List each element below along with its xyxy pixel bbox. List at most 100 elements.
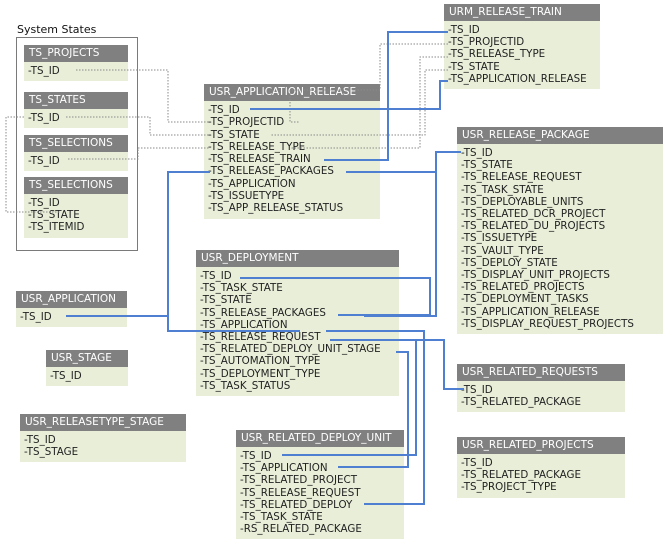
field-ts-id: -TS_ID — [461, 147, 493, 159]
entity-title: USR_RELEASE_PACKAGE — [457, 127, 663, 144]
entity-title: TS_STATES — [24, 92, 128, 109]
entity-title: URM_RELEASE_TRAIN — [444, 4, 600, 21]
entity-usr-related-projects: USR_RELATED_PROJECTS-TS_ID-TS_RELATED_PA… — [457, 437, 625, 498]
entity-ts-selections-a: TS_SELECTIONS -TS_ID — [24, 135, 128, 172]
entity-fields: -TS_ID — [24, 109, 128, 129]
field-ts-state: -TS_STATE — [448, 60, 500, 73]
entity-ts-selections-b: TS_SELECTIONS-TS_ID-TS_STATE-TS_ITEMID — [24, 177, 128, 238]
entity-title: USR_APPLICATION_RELEASE — [204, 84, 380, 101]
field-ts-deployable-units: -TS_DEPLOYABLE_UNITS — [461, 195, 584, 208]
field-ts-related-deploy-unit-stage: -TS_RELATED_DEPLOY_UNIT_STAGE — [200, 343, 381, 356]
field-ts-application: -TS_APPLICATION — [208, 177, 296, 190]
field-ts-release-request: -TS_RELEASE_REQUEST — [240, 486, 361, 499]
field-ts-related-deploy: -TS_RELATED_DEPLOY — [240, 498, 353, 511]
entity-fields: -TS_ID — [24, 152, 128, 172]
field-ts-release-type: -TS_RELEASE_TYPE — [208, 140, 306, 153]
entity-fields: -TS_ID-TS_RELATED_PACKAGE — [457, 381, 625, 413]
entity-ts-states: TS_STATES -TS_ID — [24, 92, 128, 129]
entity-usr-related-requests: USR_RELATED_REQUESTS-TS_ID-TS_RELATED_PA… — [457, 364, 625, 413]
entity-usr-application: USR_APPLICATION -TS_ID — [16, 291, 127, 328]
field-ts-id: -TS_ID — [240, 450, 272, 462]
field-ts-id: -TS_ID — [50, 370, 82, 382]
field-ts-display-unit-projects: -TS_DISPLAY_UNIT_PROJECTS — [461, 269, 610, 282]
entity-title: USR_RELATED_DEPLOY_UNIT — [236, 430, 404, 447]
field-ts-id: -TS_ID — [461, 384, 493, 396]
entity-ts-projects: TS_PROJECTS -TS_ID — [24, 45, 128, 82]
field-ts-vault-type: -TS_VAULT_TYPE — [461, 244, 544, 257]
field-ts-state: -TS_STATE — [461, 159, 513, 172]
entity-fields: -TS_ID-TS_STATE-TS_ITEMID — [24, 194, 128, 238]
entity-usr-releasetype-stage: USR_RELEASETYPE_STAGE-TS_ID-TS_STAGE — [20, 414, 186, 463]
entity-fields: -TS_ID-TS_APPLICATION-TS_RELATED_PROJECT… — [236, 447, 404, 540]
field-rs-related-package: -RS_RELATED_PACKAGE — [240, 523, 362, 536]
field-ts-application-release: -TS_APPLICATION_RELEASE — [461, 305, 600, 318]
field-ts-id: -TS_ID — [200, 270, 232, 282]
field-ts-id: -TS_ID — [28, 112, 60, 124]
field-ts-id: -TS_ID — [208, 104, 240, 116]
field-ts-id: -TS_ID — [28, 197, 60, 209]
field-ts-release-packages: -TS_RELEASE_PACKAGES — [200, 306, 326, 319]
field-ts-release-packages: -TS_RELEASE_PACKAGES — [208, 165, 334, 178]
entity-fields: -TS_ID-TS_STAGE — [20, 431, 186, 463]
entity-fields: -TS_ID — [46, 367, 128, 387]
entity-urm-release-train: URM_RELEASE_TRAIN-TS_ID-TS_PROJECTID-TS_… — [444, 4, 600, 90]
field-ts-related-project: -TS_RELATED_PROJECT — [240, 474, 357, 487]
field-ts-id: -TS_ID — [28, 65, 60, 77]
field-ts-itemid: -TS_ITEMID — [28, 221, 85, 234]
field-ts-display-request-projects: -TS_DISPLAY_REQUEST_PROJECTS — [461, 317, 634, 330]
entity-title: TS_SELECTIONS — [24, 177, 128, 194]
entity-title: USR_RELATED_PROJECTS — [457, 437, 625, 454]
field-ts-task-state: -TS_TASK_STATE — [200, 282, 283, 295]
field-ts-task-state: -TS_TASK_STATE — [461, 183, 544, 196]
field-ts-related-projects: -TS_RELATED_PROJECTS — [461, 281, 585, 294]
field-ts-state: -TS_STATE — [200, 294, 252, 307]
field-ts-release-request: -TS_RELEASE_REQUEST — [200, 331, 321, 344]
entity-usr-release-package: USR_RELEASE_PACKAGE-TS_ID-TS_STATE-TS_RE… — [457, 127, 663, 335]
field-ts-related-package: -TS_RELATED_PACKAGE — [461, 469, 582, 482]
system-states-title: System States — [17, 23, 97, 36]
entity-fields: -TS_ID — [24, 62, 128, 82]
field-ts-related-du-projects: -TS_RELATED_DU_PROJECTS — [461, 220, 606, 233]
entity-title: TS_SELECTIONS — [24, 135, 128, 152]
entity-fields: -TS_ID-TS_TASK_STATE-TS_STATE-TS_RELEASE… — [196, 267, 399, 397]
field-ts-application-release: -TS_APPLICATION_RELEASE — [448, 72, 587, 85]
entity-usr-deployment: USR_DEPLOYMENT-TS_ID-TS_TASK_STATE-TS_ST… — [196, 250, 399, 397]
entity-fields: -TS_ID — [16, 308, 127, 328]
field-ts-task-state: -TS_TASK_STATE — [240, 511, 323, 524]
field-ts-deploy-state: -TS_DEPLOY_STATE — [461, 256, 558, 269]
field-ts-projectid: -TS_PROJECTID — [448, 36, 525, 49]
field-ts-release-type: -TS_RELEASE_TYPE — [448, 48, 546, 61]
entity-title: USR_RELATED_REQUESTS — [457, 364, 625, 381]
entity-title: USR_RELEASETYPE_STAGE — [20, 414, 186, 431]
field-ts-id: -TS_ID — [24, 434, 56, 446]
field-ts-projectid: -TS_PROJECTID — [208, 116, 285, 129]
field-ts-application: -TS_APPLICATION — [240, 462, 328, 475]
entity-fields: -TS_ID-TS_PROJECTID-TS_STATE-TS_RELEASE_… — [204, 101, 380, 219]
entity-title: TS_PROJECTS — [24, 45, 128, 62]
field-ts-state: -TS_STATE — [208, 128, 260, 141]
field-ts-id: -TS_ID — [461, 457, 493, 469]
field-ts-issuetype: -TS_ISSUETYPE — [208, 190, 285, 203]
field-ts-related-package: -TS_RELATED_PACKAGE — [461, 396, 582, 409]
field-ts-deployment-type: -TS_DEPLOYMENT_TYPE — [200, 367, 321, 380]
field-ts-project-type: -TS_PROJECT_TYPE — [461, 481, 557, 494]
field-ts-id: -TS_ID — [448, 24, 480, 36]
field-ts-app-release-status: -TS_APP_RELEASE_STATUS — [208, 202, 344, 215]
field-ts-application: -TS_APPLICATION — [200, 318, 288, 331]
entity-fields: -TS_ID-TS_PROJECTID-TS_RELEASE_TYPE-TS_S… — [444, 21, 600, 90]
entity-title: USR_APPLICATION — [16, 291, 127, 308]
field-ts-related-dcr-project: -TS_RELATED_DCR_PROJECT — [461, 208, 606, 221]
field-ts-id: -TS_ID — [20, 311, 52, 323]
field-ts-automation-type: -TS_AUTOMATION_TYPE — [200, 355, 321, 368]
entity-usr-related-deploy-unit: USR_RELATED_DEPLOY_UNIT-TS_ID-TS_APPLICA… — [236, 430, 404, 540]
entity-fields: -TS_ID-TS_STATE-TS_RELEASE_REQUEST-TS_TA… — [457, 144, 663, 335]
field-ts-task-status: -TS_TASK_STATUS — [200, 379, 291, 392]
field-ts-id: -TS_ID — [28, 155, 60, 167]
field-ts-release-train: -TS_RELEASE_TRAIN — [208, 153, 311, 166]
field-ts-state: -TS_STATE — [28, 209, 80, 222]
field-ts-stage: -TS_STAGE — [24, 446, 79, 459]
entity-usr-stage: USR_STAGE -TS_ID — [46, 350, 128, 387]
entity-fields: -TS_ID-TS_RELATED_PACKAGE-TS_PROJECT_TYP… — [457, 454, 625, 498]
entity-title: USR_STAGE — [46, 350, 128, 367]
